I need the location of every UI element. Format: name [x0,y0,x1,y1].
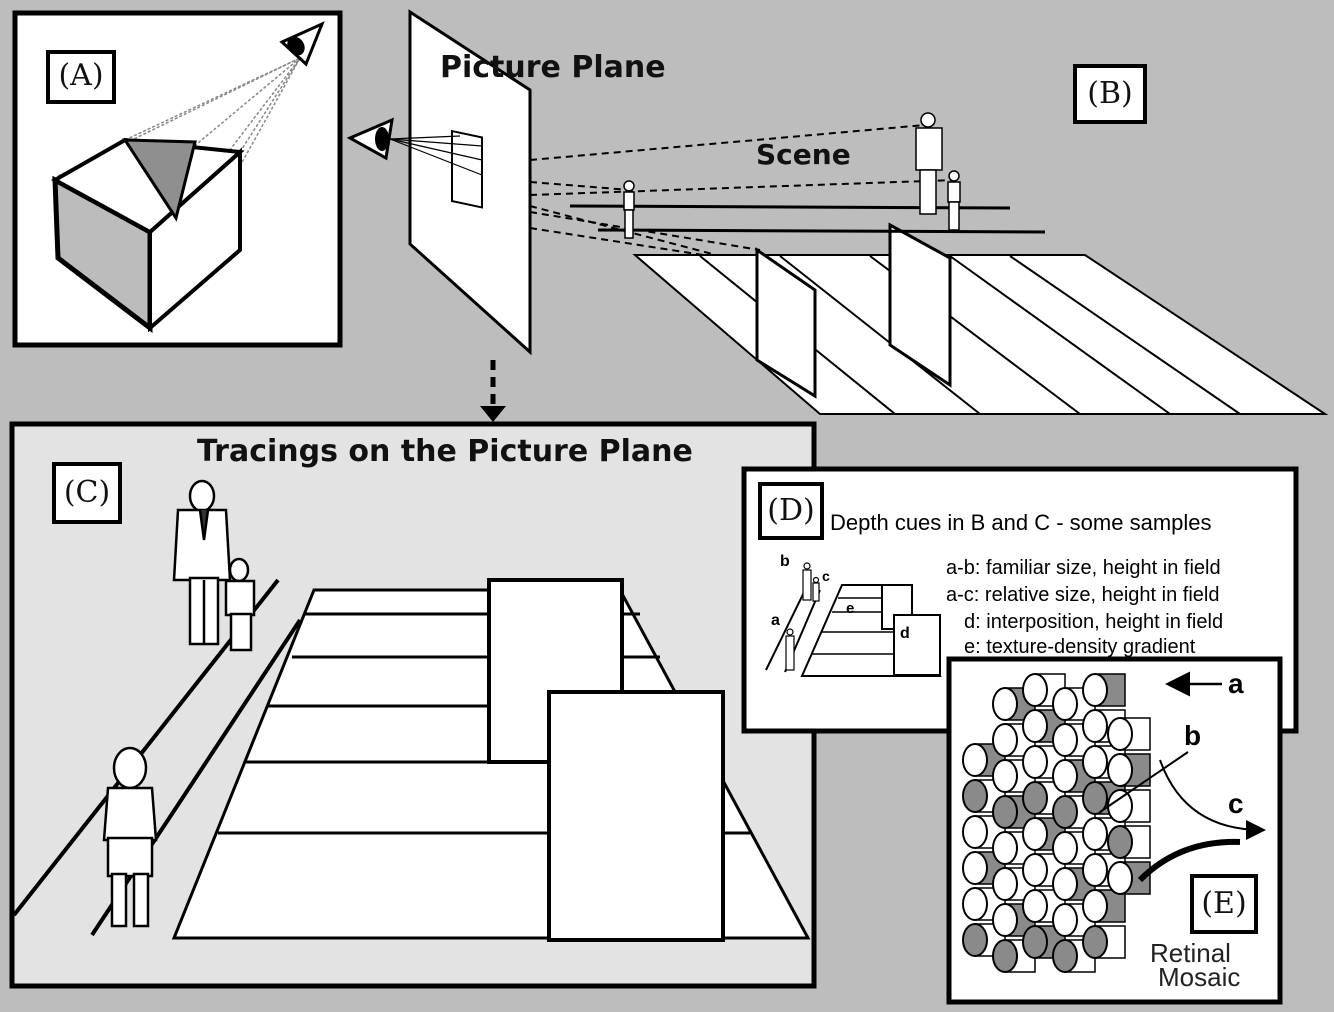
cue-key: a-c: [946,584,980,606]
panel-d-tag: (D) [758,482,824,540]
panel-a-tag: (A) [46,50,116,104]
mosaic-cell-face [1107,789,1133,823]
pointer-label-c: c [1228,788,1244,819]
figure-boy-c [102,746,158,928]
mosaic-cell-face [1082,781,1108,815]
figure-boy-far-b [947,170,961,231]
mosaic-cell-face [1052,723,1078,757]
panel-c-title: Tracings on the Picture Plane [197,434,693,469]
mosaic-cell-face [1022,745,1048,779]
panel-b-tag: (B) [1073,64,1147,124]
cue-a-c: a-c: relative size, height in field [946,584,1219,607]
mosaic-cell-face [962,815,988,849]
mosaic-cell-face [1107,825,1133,859]
figure-man-b [915,112,943,215]
retinal-caption-2: Mosaic [1158,962,1241,992]
mosaic-cell-face [1082,745,1108,779]
mosaic-cell-face [1022,817,1048,851]
mosaic-cell-face [1052,795,1078,829]
mosaic-cell-face [1052,867,1078,901]
mosaic-cell-face [1082,925,1108,959]
eye-icon-b [346,117,394,161]
figure-child-c [224,557,256,652]
retinal-mosaic [962,673,1151,973]
mosaic-cell-face [1022,889,1048,923]
scene-label: Scene [756,138,851,171]
figure-man-c [172,479,232,646]
mosaic-cell-face [962,851,988,885]
projection-arrow [480,360,506,422]
eye-icon-a [279,21,325,67]
mosaic-cell-face [962,923,988,957]
panel-d-title: Depth cues in B and C - some samples [830,510,1212,535]
cue-a-b: a-b: familiar size, height in field [946,557,1221,580]
mosaic-cell-face [992,903,1018,937]
mosaic-cell-face [1082,853,1108,887]
mosaic-cell-face [992,687,1018,721]
cue-d: d: interposition, height in field [964,611,1223,634]
mosaic-cell-face [1022,925,1048,959]
cue-text: interposition, height in field [986,611,1224,633]
mosaic-cell-face [1052,831,1078,865]
panel-c-tag: (C) [52,462,122,524]
mosaic-cell-face [1052,903,1078,937]
cue-text: relative size, height in field [984,584,1220,606]
mosaic-cell-face [992,867,1018,901]
mosaic-cell-face [962,887,988,921]
mosaic-cell-face [992,831,1018,865]
mosaic-cell-face [992,723,1018,757]
retinal-caption-1: Retinal [1150,938,1231,968]
picture-plane-label: Picture Plane [440,50,666,85]
panel-a [12,10,343,348]
mosaic-cell-face [1022,709,1048,743]
mosaic-cell-face [1082,889,1108,923]
cue-key: a-b: [946,557,981,579]
mosaic-cell-face [992,795,1018,829]
mosaic-cell-face [1022,781,1048,815]
mosaic-cell-face [1082,709,1108,743]
mini-letter-e: e [846,600,855,617]
cue-e: e: texture-density gradient [964,636,1195,659]
pointer-label-a: a [1228,668,1244,699]
mini-letter-a: a [771,612,780,629]
mosaic-cell-face [962,779,988,813]
mosaic-cell-face [1052,759,1078,793]
mosaic-cell-face [1082,673,1108,707]
panel-e [946,656,1283,1005]
mosaic-cell-face [1052,939,1078,973]
cue-key: e: [964,636,981,658]
figure-boy-near-b [623,180,635,239]
mosaic-cell-face [1107,861,1133,895]
panel-e-tag: (E) [1190,874,1258,934]
mosaic-cell-face [1052,687,1078,721]
mosaic-cell-face [1082,817,1108,851]
mosaic-cell-face [1022,673,1048,707]
cue-text: familiar size, height in field [986,557,1221,579]
mini-letter-c: c [822,568,830,584]
mini-letter-d: d [900,625,910,642]
cue-text: texture-density gradient [986,636,1196,658]
mini-letter-b: b [780,553,790,570]
mosaic-cell-face [1022,853,1048,887]
mosaic-cell-face [992,759,1018,793]
mosaic-cell-face [1107,753,1133,787]
panel-b [346,9,1329,415]
mosaic-cell-face [962,743,988,777]
mosaic-cell-face [992,939,1018,973]
pointer-label-b: b [1184,720,1202,751]
mosaic-cell-face [1107,717,1133,751]
cue-key: d: [964,611,981,633]
panel-c [9,421,817,989]
